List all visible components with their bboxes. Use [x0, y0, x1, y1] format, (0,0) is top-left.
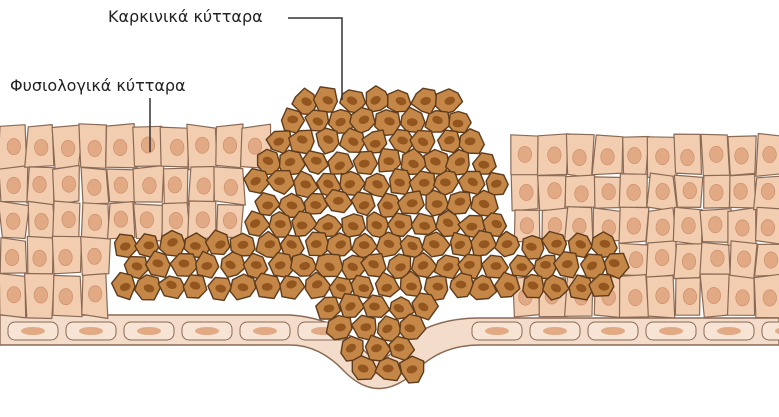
- normal-cell-nucleus: [736, 220, 750, 236]
- normal-cell-nucleus: [88, 286, 102, 302]
- normal-cell-nucleus: [223, 212, 237, 228]
- normal-cell-nucleus: [33, 250, 47, 266]
- normal-cell-nucleus: [168, 177, 182, 193]
- basement-cell-nucleus: [195, 327, 219, 335]
- basement-cell-nucleus: [21, 327, 45, 335]
- normal-cell-nucleus: [629, 252, 643, 268]
- normal-cell-nucleus: [628, 147, 642, 163]
- normal-cell-nucleus: [627, 184, 641, 200]
- normal-cell-nucleus: [656, 288, 670, 304]
- basement-cell-nucleus: [79, 327, 103, 335]
- normal-cell-nucleus: [5, 249, 19, 265]
- basement-cell-nucleus: [485, 327, 509, 335]
- normal-cell-nucleus: [196, 137, 210, 153]
- normal-cell-nucleus: [761, 220, 775, 236]
- normal-cell-nucleus: [709, 217, 723, 233]
- normal-cell-nucleus: [224, 179, 238, 195]
- normal-cell-nucleus: [548, 183, 562, 199]
- normal-cell-nucleus: [34, 287, 48, 303]
- normal-cell-nucleus: [7, 138, 21, 154]
- normal-cell-nucleus: [170, 139, 184, 155]
- normal-cell-nucleus: [575, 186, 589, 202]
- normal-cell-nucleus: [764, 252, 778, 268]
- normal-cell-nucleus: [196, 212, 210, 228]
- normal-cell-nucleus: [656, 183, 670, 199]
- normal-cell-nucleus: [734, 183, 748, 199]
- basement-cell-nucleus: [253, 327, 277, 335]
- normal-cell-nucleus: [88, 248, 102, 264]
- normal-cell-nucleus: [711, 250, 725, 266]
- normal-cell-nucleus: [681, 149, 695, 165]
- normal-cell-nucleus: [61, 140, 75, 156]
- normal-cell-nucleus: [682, 218, 696, 234]
- normal-cell-nucleus: [627, 218, 641, 234]
- normal-cell-nucleus: [736, 290, 750, 306]
- normal-cell-nucleus: [601, 149, 615, 165]
- normal-cell-nucleus: [710, 184, 724, 200]
- normal-cell-nucleus: [143, 177, 157, 193]
- normal-cell-nucleus: [141, 137, 155, 153]
- normal-cell-nucleus: [735, 148, 749, 164]
- normal-cell-nucleus: [683, 183, 697, 199]
- normal-cell-nucleus: [763, 290, 777, 306]
- normal-cell-nucleus: [88, 214, 102, 230]
- normal-cell-nucleus: [169, 212, 183, 228]
- normal-cell-nucleus: [7, 287, 21, 303]
- normal-cell-nucleus: [629, 290, 643, 306]
- normal-cell-nucleus: [223, 137, 237, 153]
- normal-cell-nucleus: [113, 139, 127, 155]
- normal-cell-nucleus: [114, 211, 128, 227]
- cancer-cell-nucleus: [394, 344, 405, 352]
- basement-cell-nucleus: [601, 327, 625, 335]
- normal-cell-nucleus: [7, 177, 21, 193]
- normal-cell-nucleus: [59, 289, 73, 305]
- normal-cell-nucleus: [710, 146, 724, 162]
- normal-cell-nucleus: [34, 139, 48, 155]
- normal-cell-nucleus: [573, 149, 587, 165]
- basement-cell-nucleus: [137, 327, 161, 335]
- normal-cell-nucleus: [62, 176, 76, 192]
- normal-cell-nucleus: [35, 213, 49, 229]
- normal-cell-nucleus: [248, 138, 261, 154]
- basement-cell-nucleus: [543, 327, 567, 335]
- cancer-cells-label: Καρκινικά κύτταρα: [108, 7, 263, 27]
- normal-cell-nucleus: [602, 184, 616, 200]
- cancer-cell-nucleus: [540, 261, 551, 269]
- normal-cells-label: Φυσιολογικά κύτταρα: [10, 76, 186, 96]
- normal-cell-nucleus: [573, 218, 587, 234]
- normal-cell-nucleus: [737, 251, 751, 267]
- normal-cell-nucleus: [62, 211, 76, 227]
- normal-cell-nucleus: [114, 177, 128, 193]
- normal-cell-nucleus: [655, 250, 669, 266]
- normal-cell-nucleus: [59, 249, 73, 265]
- normal-cell-nucleus: [88, 140, 102, 156]
- normal-cell-nucleus: [548, 147, 562, 163]
- normal-cell-nucleus: [707, 287, 721, 303]
- normal-cell-nucleus: [656, 149, 670, 165]
- normal-cell-nucleus: [761, 183, 775, 199]
- normal-cell-nucleus: [518, 146, 532, 162]
- normal-cell-nucleus: [520, 218, 534, 234]
- normal-cell-nucleus: [140, 212, 154, 228]
- basement-cell-nucleus: [659, 327, 683, 335]
- normal-cell-nucleus: [656, 219, 670, 235]
- cancer-cells-leader: [288, 18, 342, 100]
- normal-cell-nucleus: [520, 184, 534, 200]
- normal-cell-nucleus: [197, 178, 211, 194]
- normal-cell-nucleus: [88, 179, 102, 195]
- basement-cell-nucleus: [717, 327, 741, 335]
- normal-cell-nucleus: [33, 176, 47, 192]
- normal-cell-nucleus: [6, 213, 20, 229]
- normal-cell-nucleus: [683, 288, 697, 304]
- normal-cell-nucleus: [763, 146, 777, 162]
- normal-cell-nucleus: [682, 253, 696, 269]
